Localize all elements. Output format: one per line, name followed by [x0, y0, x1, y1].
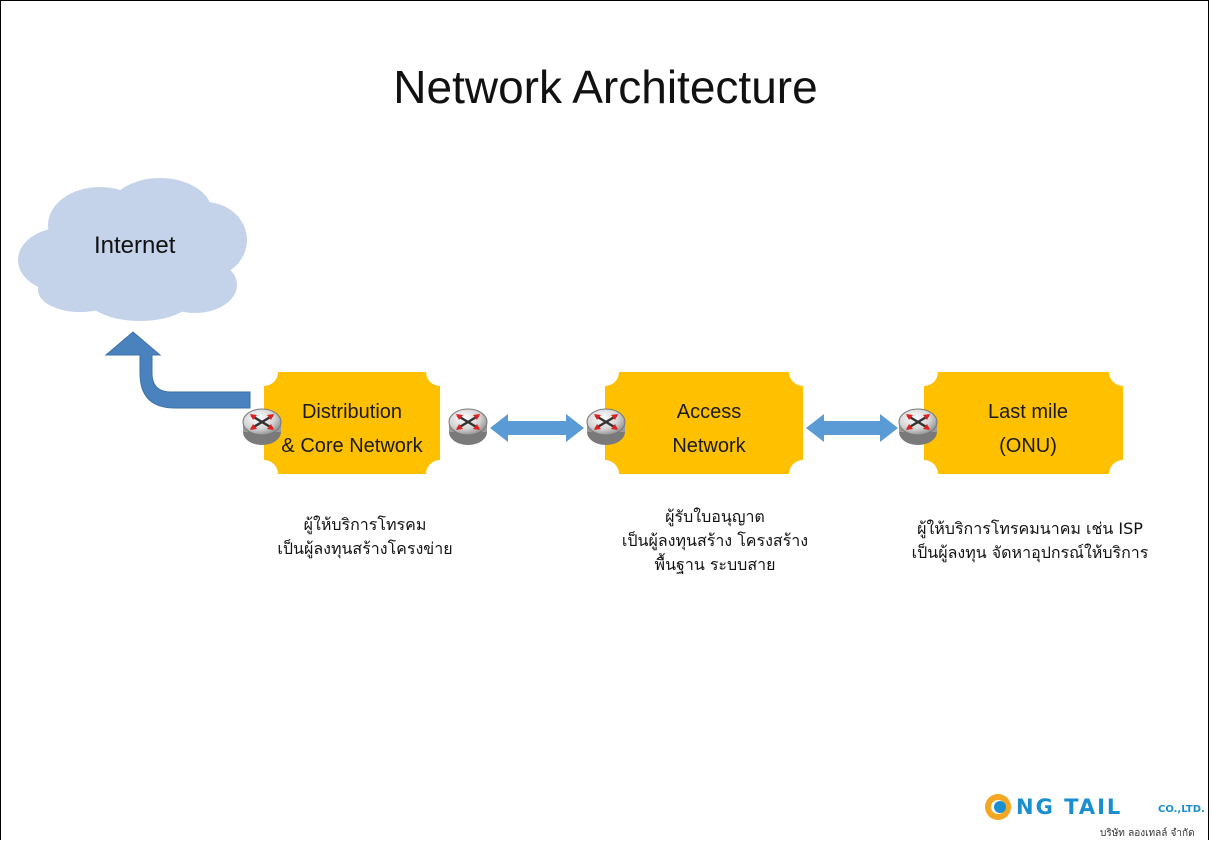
internet-cloud — [18, 178, 247, 321]
logo-text: NG TAIL — [1016, 795, 1123, 819]
desc-line: พื้นฐาน ระบบสาย — [654, 555, 776, 574]
node-label-line1: Distribution — [301, 401, 403, 423]
desc-distribution: ผู้ให้บริการโทรคม เป็นผู้ลงทุนสร้างโครงข… — [230, 513, 500, 561]
node-box-lastmile — [924, 372, 1123, 474]
node-box-distribution — [264, 372, 440, 474]
desc-line: ผู้ให้บริการโทรคมนาคม เช่น ISP — [917, 519, 1143, 538]
node-label-line2: (ONU) — [999, 435, 1057, 457]
desc-line: เป็นผู้ลงทุน จัดหาอุปกรณ์ให้บริการ — [911, 543, 1149, 562]
desc-access: ผู้รับใบอนุญาต เป็นผู้ลงทุนสร้าง โครงสร้… — [585, 505, 845, 577]
router-icon — [447, 407, 489, 447]
desc-line: ผู้ให้บริการโทรคม — [303, 515, 427, 534]
internet-label: Internet — [94, 232, 176, 259]
node-label-line2: Network — [672, 435, 746, 457]
desc-line: เป็นผู้ลงทุนสร้างโครงข่าย — [277, 539, 453, 558]
node-box-access — [605, 372, 803, 474]
double-arrow-2 — [806, 414, 898, 442]
node-label-distribution: Distribution & Core Network — [264, 395, 440, 463]
logo-circle — [985, 794, 1011, 820]
desc-line: เป็นผู้ลงทุนสร้าง โครงสร้าง — [621, 531, 809, 550]
node-label-line2: & Core Network — [281, 435, 423, 457]
desc-line: ผู้รับใบอนุญาต — [665, 507, 765, 526]
node-label-access: Access Network — [605, 395, 813, 463]
page-title: Network Architecture — [393, 61, 818, 113]
logo-subtitle: บริษัท ลองเทลล์ จำกัด — [1100, 828, 1195, 839]
desc-lastmile: ผู้ให้บริการโทรคมนาคม เช่น ISP เป็นผู้ลง… — [880, 517, 1180, 565]
bent-up-arrow — [104, 331, 251, 409]
double-arrow-1 — [490, 414, 584, 442]
node-label-line1: Last mile — [987, 401, 1069, 423]
node-label-line1: Access — [676, 401, 742, 423]
node-label-lastmile: Last mile (ONU) — [924, 395, 1132, 463]
logo-company-suffix: CO.,LTD. — [1158, 804, 1205, 815]
